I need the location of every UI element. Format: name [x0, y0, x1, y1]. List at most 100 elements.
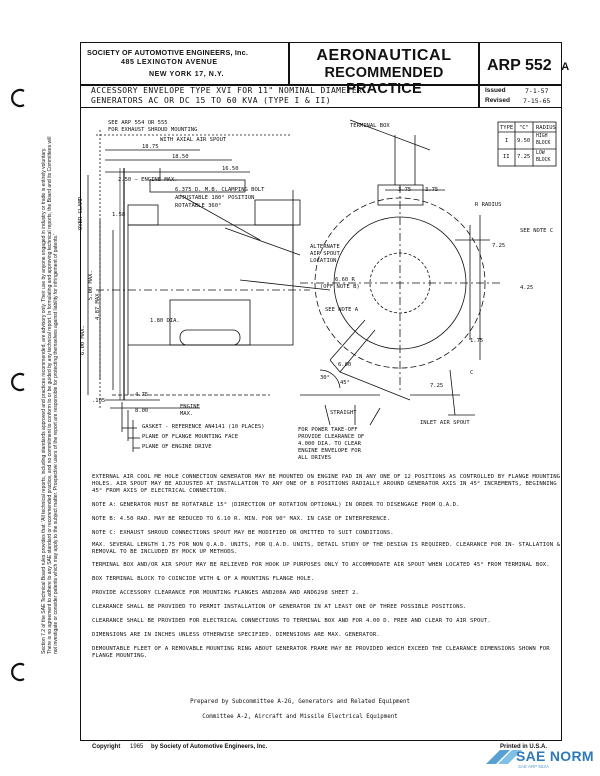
dim-158: 1.58 [112, 212, 126, 218]
note-a: NOTE A: GENERATOR MUST BE ROTATABLE 15° … [92, 502, 460, 508]
label-plane-flange: PLANE OF FLANGE MOUNTING FACE [142, 434, 239, 440]
copyright-by: by Society of Automotive Engineers, Inc. [151, 744, 268, 750]
note-dimensions: DIMENSIONS ARE IN INCHES UNLESS OTHERWIS… [92, 632, 380, 638]
sae-norm-logo: SAE NORM SAE ARP 552A [480, 742, 598, 772]
org-address-1: 485 LEXINGTON AVENUE [121, 59, 218, 66]
dim-475: 4.75 [135, 392, 149, 398]
issued-value: 7-1-57 [525, 87, 549, 95]
doc-type-box: AERONAUTICAL RECOMMENDED PRACTICE [288, 42, 480, 97]
label-engine-max: 2.50 — ENGINE MAX. [118, 177, 178, 183]
label-clamping-bolt: 6.375 D. M.B. CLAMPING BOLT [175, 187, 265, 193]
label-with-axial: WITH AXIAL AIR SPOUT [160, 137, 227, 143]
label-plane-engine: PLANE OF ENGINE DRIVE [142, 444, 212, 450]
dim-725-lower: 7.25 [430, 383, 444, 389]
doc-number-rev: A [561, 61, 570, 73]
org-address-2: NEW YORK 17, N.Y. [149, 71, 225, 78]
committee: Committee A-2, Aircraft and Missile Elec… [202, 714, 398, 720]
dim-60: 6.00 [338, 362, 352, 368]
note-length: MAX. SEVERAL LENGTH 1.75 FOR NON Q.A.D. … [92, 542, 561, 555]
copyright-year: 1965 [130, 744, 144, 750]
label-air-spout: AIR SPOUT [310, 251, 340, 257]
label-exhaust: FOR EXHAUST SHROUD MOUNTING [108, 127, 198, 133]
dim-600: 6.00 MAX. [80, 325, 86, 355]
dim-725: 7.25 [492, 243, 506, 249]
doc-number-text: ARP 552 [487, 57, 552, 74]
label-bcd: 6.60 R [335, 277, 355, 283]
label-inlet-air-spout: INLET AIR SPOUT [420, 420, 470, 426]
dim-180: 1.80 DIA. [150, 318, 180, 324]
dim-487: 4.87 MAX. [95, 290, 101, 320]
copyright-word: Copyright [92, 744, 121, 750]
type-table-header-radius: RADIUS [536, 125, 556, 131]
dim-800: 8.00 [135, 408, 149, 414]
dim-30deg: 30° [320, 375, 330, 381]
punch-hole-bottom [10, 662, 30, 682]
label-pto-1: FOR POWER TAKE-OFF [298, 427, 358, 433]
label-pto-5: ALL DRIVES [298, 455, 332, 461]
prepared-by: Prepared by Subcommittee A-2G, Generator… [190, 699, 410, 705]
label-pto-2: PROVIDE CLEARANCE OF [298, 434, 365, 440]
clamp-band [127, 204, 159, 226]
note-demountable: DEMOUNTABLE FLEET OF A REMOVABLE MOUNTIN… [92, 646, 550, 659]
type-table-header-c: "C" [519, 125, 529, 131]
printed-in: Printed in U.S.A. [500, 744, 548, 750]
watermark-text: SAE NORM [516, 748, 594, 764]
watermark-sub: SAE ARP 552A [518, 764, 549, 769]
org-name: SOCIETY OF AUTOMOTIVE ENGINEERS, Inc. [87, 48, 249, 57]
label-radius: R RADIUS [475, 202, 502, 208]
dim-375-a: 3.75 [398, 187, 412, 193]
punch-hole-top [10, 88, 30, 108]
label-off-note: (OFF NOTE B) [320, 284, 360, 290]
label-see-note-a: SEE NOTE A [325, 307, 359, 313]
sae-logo-icon [486, 750, 522, 764]
revised-value: 7-15-65 [523, 97, 551, 105]
label-over-clamp: OVER CLAMP [78, 196, 84, 230]
doc-title-line-1: ACCESSORY ENVELOPE TYPE XVI FOR 11" NOMI… [91, 86, 363, 95]
label-adjustable: ADJUSTABLE 180° POSITION [175, 195, 255, 201]
label-straight: STRAIGHT [330, 410, 357, 416]
note-accessory-clearance: PROVIDE ACCESSORY CLEARANCE FOR MOUNTING… [92, 590, 360, 596]
label-location: LOCATION [310, 258, 337, 264]
note-clearance-install: CLEARANCE SHALL BE PROVIDED TO PERMIT IN… [92, 604, 467, 610]
label-gasket: GASKET - REFERENCE AN4141 (10 PLACES) [142, 424, 265, 430]
doc-number: ARP 552 A [487, 55, 569, 75]
issued-label: Issued [485, 87, 506, 94]
dim-175: 1.75 [470, 338, 484, 344]
type-table-row-1-c: 9.50 [517, 138, 531, 144]
type-table-row-2-c: 7.25 [517, 154, 531, 160]
note-intro: EXTERNAL AIR COOL ME HOLE CONNECTION GEN… [92, 474, 561, 494]
label-rotatable: ROTATABLE 360° [175, 203, 222, 209]
copyright-line: Copyright 1965 by Society of Automotive … [92, 744, 267, 750]
note-c: NOTE C: EXHAUST SHROUD CONNECTIONS SPOUT… [92, 530, 394, 536]
label-pto-3: 4.000 DIA. TO CLEAR [298, 441, 361, 447]
title-box: ACCESSORY ENVELOPE TYPE XVI FOR 11" NOMI… [80, 84, 480, 108]
type-table-row-2-radius: LOW BLOCK [536, 151, 551, 163]
org-box: SOCIETY OF AUTOMOTIVE ENGINEERS, Inc. 48… [80, 42, 290, 86]
generator-body-outline [127, 224, 294, 346]
type-table-header-type: TYPE [500, 125, 514, 131]
doc-type-line-1: AERONAUTICAL [316, 47, 452, 64]
label-see-note-c: SEE NOTE C [520, 228, 554, 234]
note-b: NOTE B: 4.50 RAD. MAY BE REDUCED TO 6.10… [92, 516, 391, 522]
type-table-row-2-type: II [503, 154, 510, 160]
dim-c: C [470, 370, 474, 376]
doc-title-line-2: GENERATORS AC OR DC 15 TO 60 KVA (TYPE I… [91, 96, 331, 105]
punch-hole-middle [10, 372, 30, 392]
dim-1875: 18.75 [142, 144, 159, 150]
dim-375-b: 3.75 [425, 187, 439, 193]
label-engine-max-2: ENGINE MAX. [180, 404, 200, 417]
terminal-box-outline [254, 199, 301, 226]
type-table-row-1-radius: HIGH BLOCK [536, 134, 551, 146]
label-alternate: ALTERNATE [310, 244, 340, 250]
type-table-row-1-type: I [505, 138, 509, 144]
doc-type-line-2: RECOMMENDED PRACTICE [324, 65, 444, 97]
label-pto-4: ENGINE ENVELOPE FOR [298, 448, 361, 454]
dim-500: 5.00 MAX. [88, 270, 94, 300]
revised-label: Revised [485, 97, 510, 104]
dates-box: Issued 7-1-57 Revised 7-15-65 [478, 84, 562, 108]
label-see-arp: SEE ARP 554 OR 555 [108, 120, 168, 126]
page-border [80, 106, 562, 741]
type-table-outline [497, 121, 557, 167]
dim-105: .105 [92, 398, 106, 404]
